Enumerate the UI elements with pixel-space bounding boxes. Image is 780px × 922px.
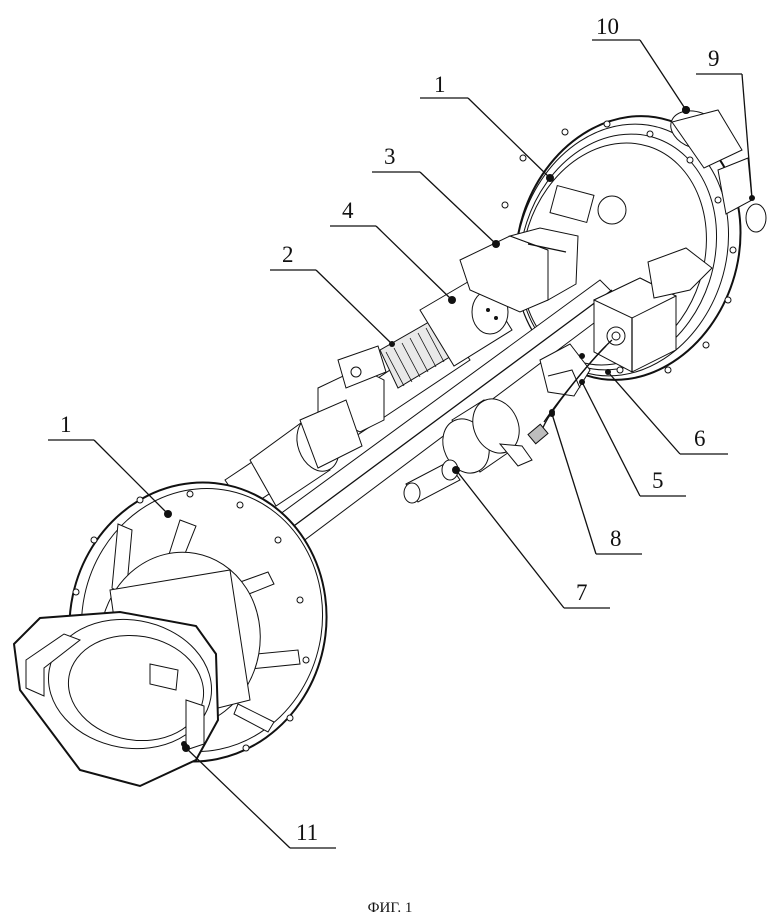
callout-4: 4 [342,198,354,223]
callout-1-top: 1 [434,72,446,97]
callout-1-left: 1 [60,412,72,437]
callout-9: 9 [708,46,720,71]
callout-11: 11 [296,820,318,845]
part-11-clamp [14,607,222,786]
callout-6: 6 [694,426,706,451]
callout-2: 2 [282,242,294,267]
callout-7: 7 [576,580,588,605]
callout-8: 8 [610,526,622,551]
callout-5: 5 [652,468,664,493]
callout-10: 10 [596,14,619,39]
figure-caption: ФИГ. 1 [368,900,413,916]
callout-3: 3 [384,144,396,169]
